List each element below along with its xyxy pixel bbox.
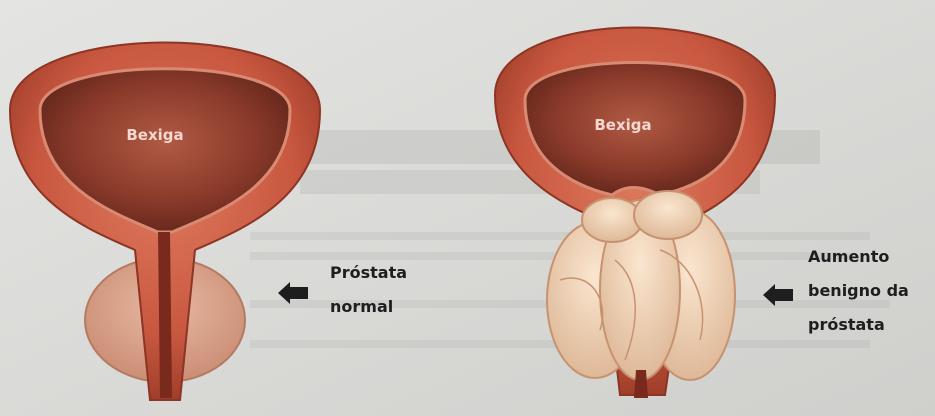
callout-line: Próstata [330, 256, 407, 290]
normal-urethra [158, 232, 172, 398]
bladder-label-right: Bexiga [594, 116, 651, 134]
bph-callout: Aumento benigno da próstata [808, 240, 909, 342]
callout-line: Aumento [808, 240, 909, 274]
callout-line: normal [330, 290, 407, 324]
callout-line: próstata [808, 308, 909, 342]
bladder-label-left: Bexiga [126, 126, 183, 144]
bph-urethra [634, 370, 648, 398]
callout-line: benigno da [808, 274, 909, 308]
normal-prostate-callout: Próstata normal [330, 256, 407, 324]
arrow-left-icon [278, 282, 308, 304]
arrow-left-icon [763, 284, 793, 306]
